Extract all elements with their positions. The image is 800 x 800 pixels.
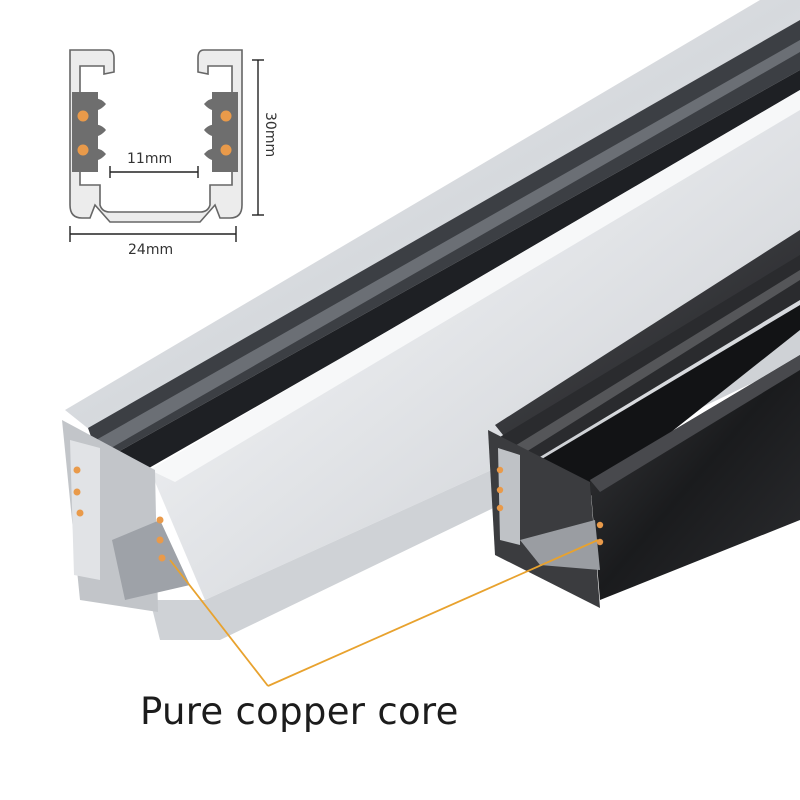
diagram-copper-dots (77, 110, 232, 156)
inner-width-dimension: 11mm (109, 151, 199, 178)
copper-callout-lines (169, 539, 599, 687)
outer-width-dimension: 24mm (69, 226, 237, 258)
black-copper-contacts (496, 466, 604, 546)
silver-copper-contacts (73, 466, 166, 562)
black-track (488, 230, 800, 608)
outer-width-label: 24mm (128, 242, 173, 258)
profile-outline (69, 49, 243, 223)
callout-text: Pure copper core (140, 690, 459, 733)
inner-width-label: 11mm (127, 151, 172, 167)
height-label: 30mm (262, 112, 278, 157)
height-dimension: 30mm (252, 59, 278, 216)
silver-track (62, 0, 800, 640)
profile-diagram: 30mm 11mm 24mm (69, 49, 278, 258)
